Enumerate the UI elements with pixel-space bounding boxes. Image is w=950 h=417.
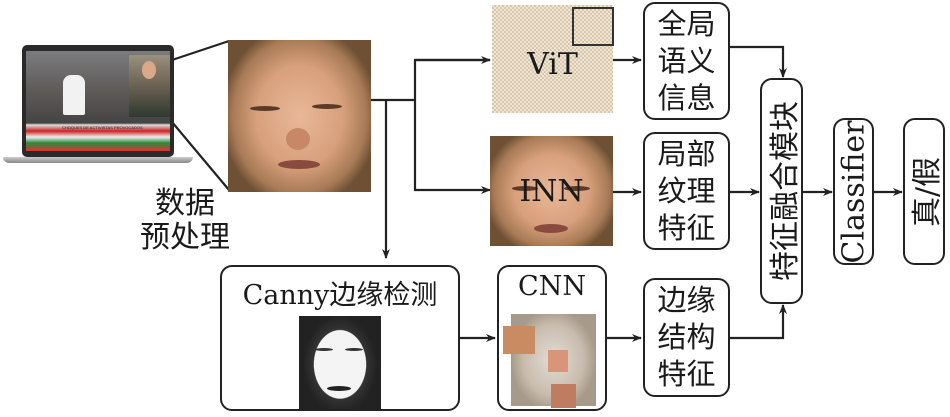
feature-line: 全局: [657, 6, 716, 41]
feature-line: 语义: [657, 43, 716, 78]
feature-line: 特征: [657, 210, 716, 245]
cropped-face-image: [228, 40, 371, 192]
vit-label: ViT: [527, 47, 578, 82]
laptop-video-frame: CHOQUES DE ACTIVISTAS PROVOCADOS: [22, 45, 174, 157]
real-fake-output-box: 真/假: [903, 118, 945, 265]
feature-line: 特征: [657, 357, 716, 391]
feature-line: 局部: [657, 136, 716, 171]
canny-edge-box: Canny边缘检测: [220, 265, 460, 411]
edge-structure-box: 边缘 结构 特征: [643, 278, 730, 397]
mouth-patch: [551, 384, 576, 408]
vit-patch-image: ViT: [492, 5, 614, 113]
nose-patch: [548, 350, 568, 372]
classifier-box: Classifier: [833, 118, 874, 265]
output-label: 真/假: [910, 156, 945, 227]
cnn-masked-face-image: [503, 314, 596, 408]
eye-patch: [503, 326, 535, 354]
feature-fusion-module: 特征融合模块: [760, 78, 803, 304]
ticker-text: CHOQUES DE ACTIVISTAS PROVOCADOS: [62, 125, 143, 130]
classifier-label: Classifier: [836, 120, 871, 263]
feature-line: 边缘: [657, 283, 716, 317]
feature-line: 信息: [657, 80, 716, 115]
preprocess-label-line1: 数据: [155, 186, 215, 221]
canny-label: Canny边缘检测: [242, 280, 438, 311]
cnn-label: CNN: [518, 271, 586, 302]
canny-edge-image: [299, 316, 381, 409]
feature-line: 纹理: [657, 173, 716, 208]
inn-label: INN: [519, 174, 584, 209]
global-semantic-box: 全局 语义 信息: [643, 2, 730, 120]
inn-face-image: INN: [490, 136, 613, 246]
local-texture-box: 局部 纹理 特征: [643, 132, 730, 250]
patch-highlight: [572, 7, 614, 46]
preprocess-label-line2: 预处理: [140, 220, 230, 255]
cnn-box: CNN: [497, 265, 607, 411]
feature-line: 结构: [657, 320, 716, 354]
fusion-label: 特征融合模块: [767, 101, 803, 281]
laptop-base: [3, 157, 193, 163]
